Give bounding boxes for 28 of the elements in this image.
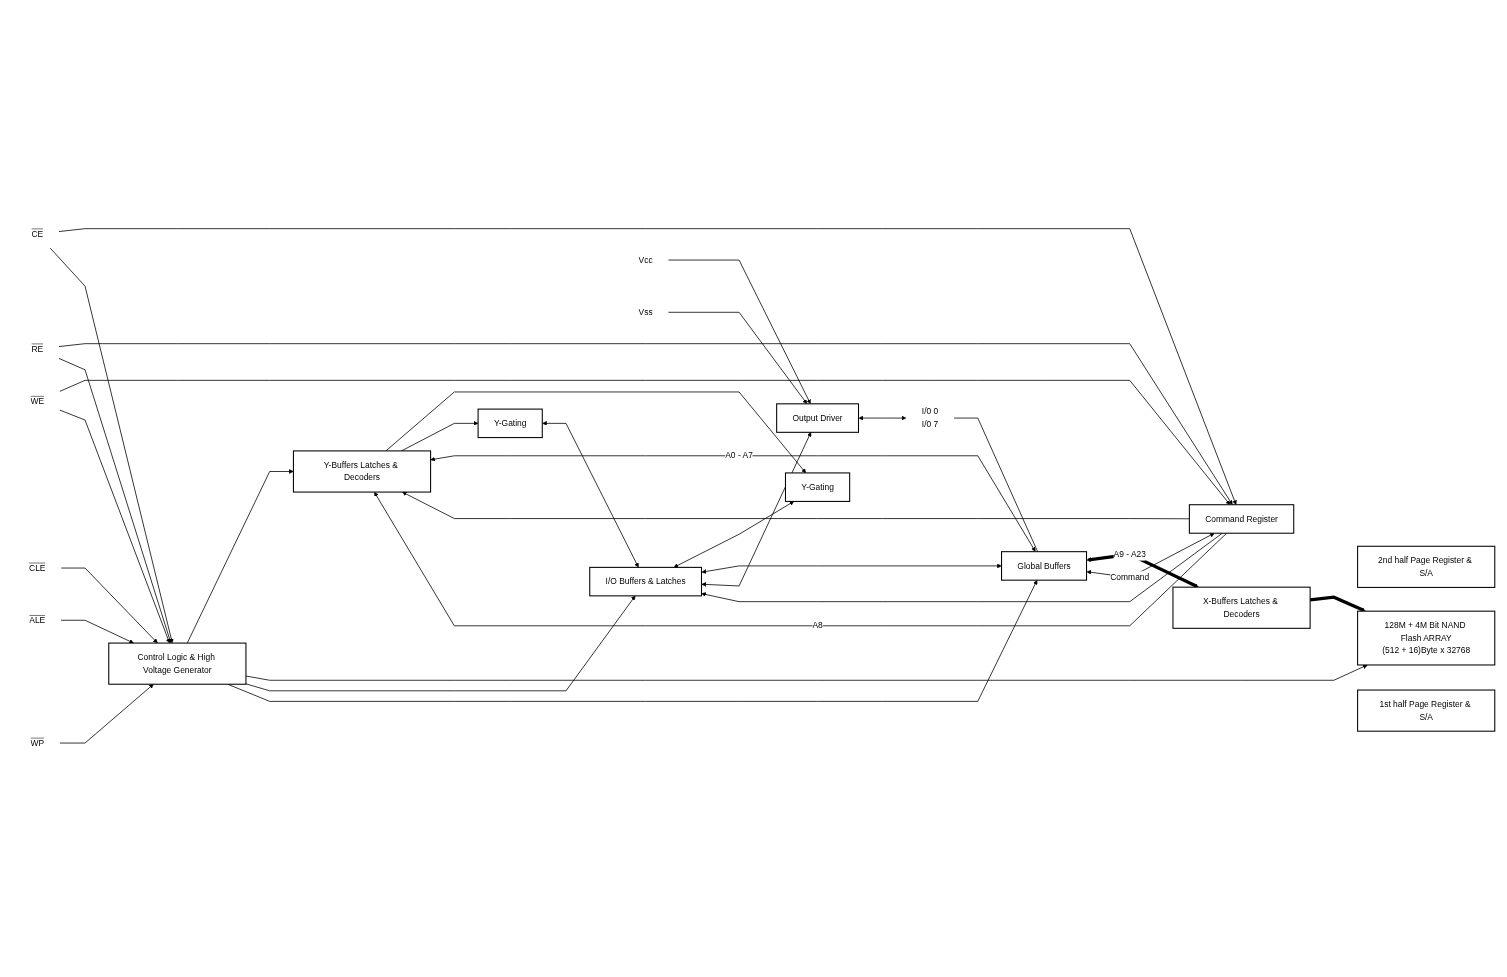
node-box: 2nd half Page Register & S/A	[1356, 545, 1495, 588]
edge-label: A8	[811, 621, 823, 631]
node-box: Command Register	[1188, 504, 1294, 534]
node-text: Vcc	[638, 255, 653, 265]
node-text: ALE	[28, 615, 45, 625]
node-box: Y-Gating	[784, 472, 850, 502]
edge-label: A0 - A7	[724, 451, 753, 461]
node-box: I/O Buffers & Latches	[588, 566, 702, 597]
arrow	[1309, 595, 1366, 612]
node-text: CLE	[28, 563, 45, 573]
node-box: 128M + 4M Bit NAND Flash ARRAY (512 + 16)Byte x 32768	[1356, 610, 1495, 666]
node-box: Y-Gating	[477, 408, 543, 439]
edge-label: Command	[1109, 572, 1149, 582]
node-box: Control Logic & High Voltage Generator	[107, 642, 246, 685]
connector	[953, 417, 1038, 553]
node-text: Vss	[638, 307, 653, 317]
node-text: CE	[30, 229, 43, 239]
node-box: Y-Buffers Latches & Decoders	[292, 450, 431, 493]
node-text: WE	[29, 396, 44, 406]
arrow	[1086, 552, 1199, 588]
node-text: I/0 0 I/0 7	[921, 406, 938, 429]
node-text: WP	[29, 738, 44, 748]
edge-label: A9 - A23	[1113, 549, 1146, 559]
node-box: X-Buffers Latches & Decoders	[1171, 586, 1311, 629]
node-box: Output Driver	[775, 403, 859, 433]
node-box: 1st half Page Register & S/A	[1356, 689, 1495, 732]
node-text: RE	[30, 344, 43, 354]
node-box: Global Buffers	[1000, 551, 1087, 581]
